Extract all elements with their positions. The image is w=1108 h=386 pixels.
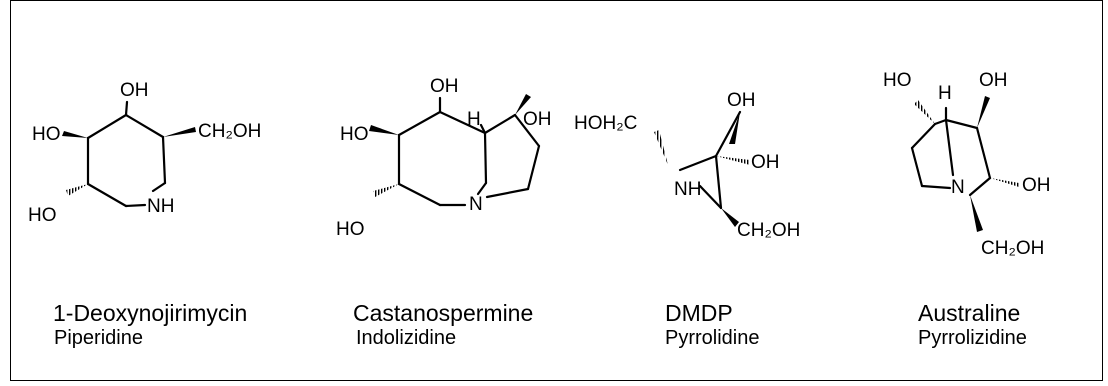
label-n: N	[951, 177, 965, 198]
compound-class: Piperidine	[54, 327, 143, 349]
compound-name: Castanospermine	[353, 300, 534, 326]
compound-class: Pyrrolizidine	[918, 327, 1027, 349]
label-n: N	[469, 194, 483, 215]
figure-frame	[10, 0, 1103, 381]
compound-name: 1-Deoxynojirimycin	[53, 300, 248, 326]
label-ho: HO	[883, 70, 912, 91]
label-oh: OH	[430, 76, 459, 97]
label-oh: OH	[1022, 175, 1051, 196]
structure-castanospermine: OH H OH HO N HO	[336, 76, 552, 240]
label-ch2oh: CH₂OH	[737, 220, 800, 241]
label-h: H	[467, 109, 481, 130]
label-h: H	[938, 83, 952, 104]
structure-deoxynojirimycin: OH HO CH₂OH NH HO	[28, 80, 261, 226]
compound-class: Pyrrolidine	[665, 327, 760, 349]
label-oh: OH	[751, 152, 780, 173]
compound-name: Australine	[918, 300, 1021, 326]
label-ch2oh: CH₂OH	[198, 121, 261, 142]
label-oh: OH	[523, 109, 552, 130]
label-nh: NH	[147, 196, 174, 217]
label-ho: HO	[32, 124, 61, 145]
label-ho: HO	[28, 205, 57, 226]
label-hoh2c: HOH₂C	[574, 113, 637, 134]
compound-class: Indolizidine	[356, 327, 457, 349]
label-ho: HO	[340, 124, 369, 145]
label-ho: HO	[336, 219, 365, 240]
structure-dmdp: HOH₂C OH OH NH CH₂OH	[574, 90, 800, 241]
compound-name: DMDP	[665, 300, 733, 326]
label-ch2oh: CH₂OH	[981, 238, 1044, 259]
label-oh: OH	[120, 80, 149, 101]
label-oh: OH	[979, 70, 1008, 91]
label-nh: NH	[674, 179, 701, 200]
structure-australine: HO H OH OH N CH₂OH	[883, 70, 1051, 259]
label-oh: OH	[727, 90, 756, 111]
